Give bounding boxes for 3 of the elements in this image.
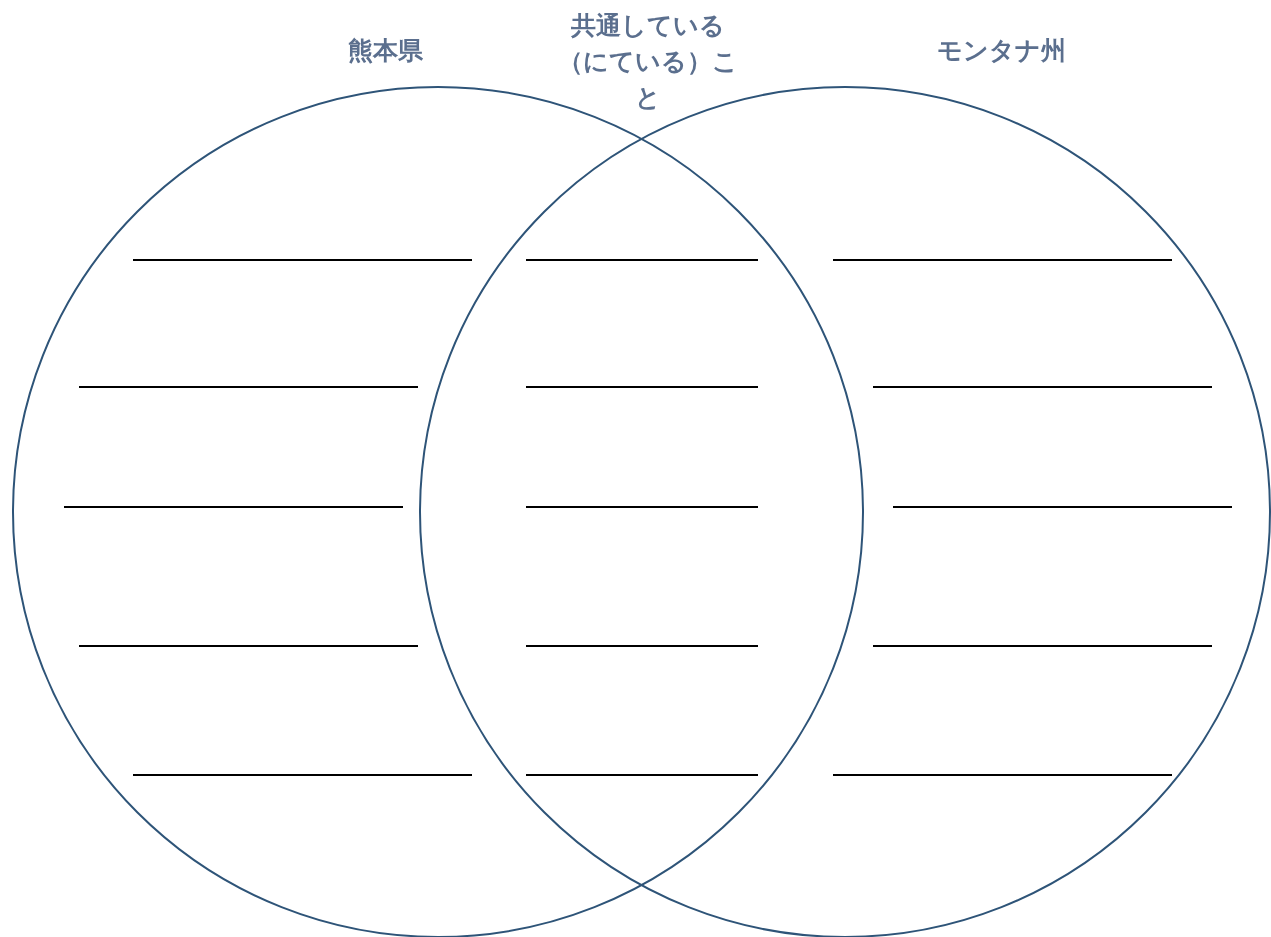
circle-heading: モンタナ州 xyxy=(937,35,1066,67)
overlap-heading: 共通している（にている）こと xyxy=(558,10,738,114)
circle-heading: 熊本県 xyxy=(348,35,423,67)
